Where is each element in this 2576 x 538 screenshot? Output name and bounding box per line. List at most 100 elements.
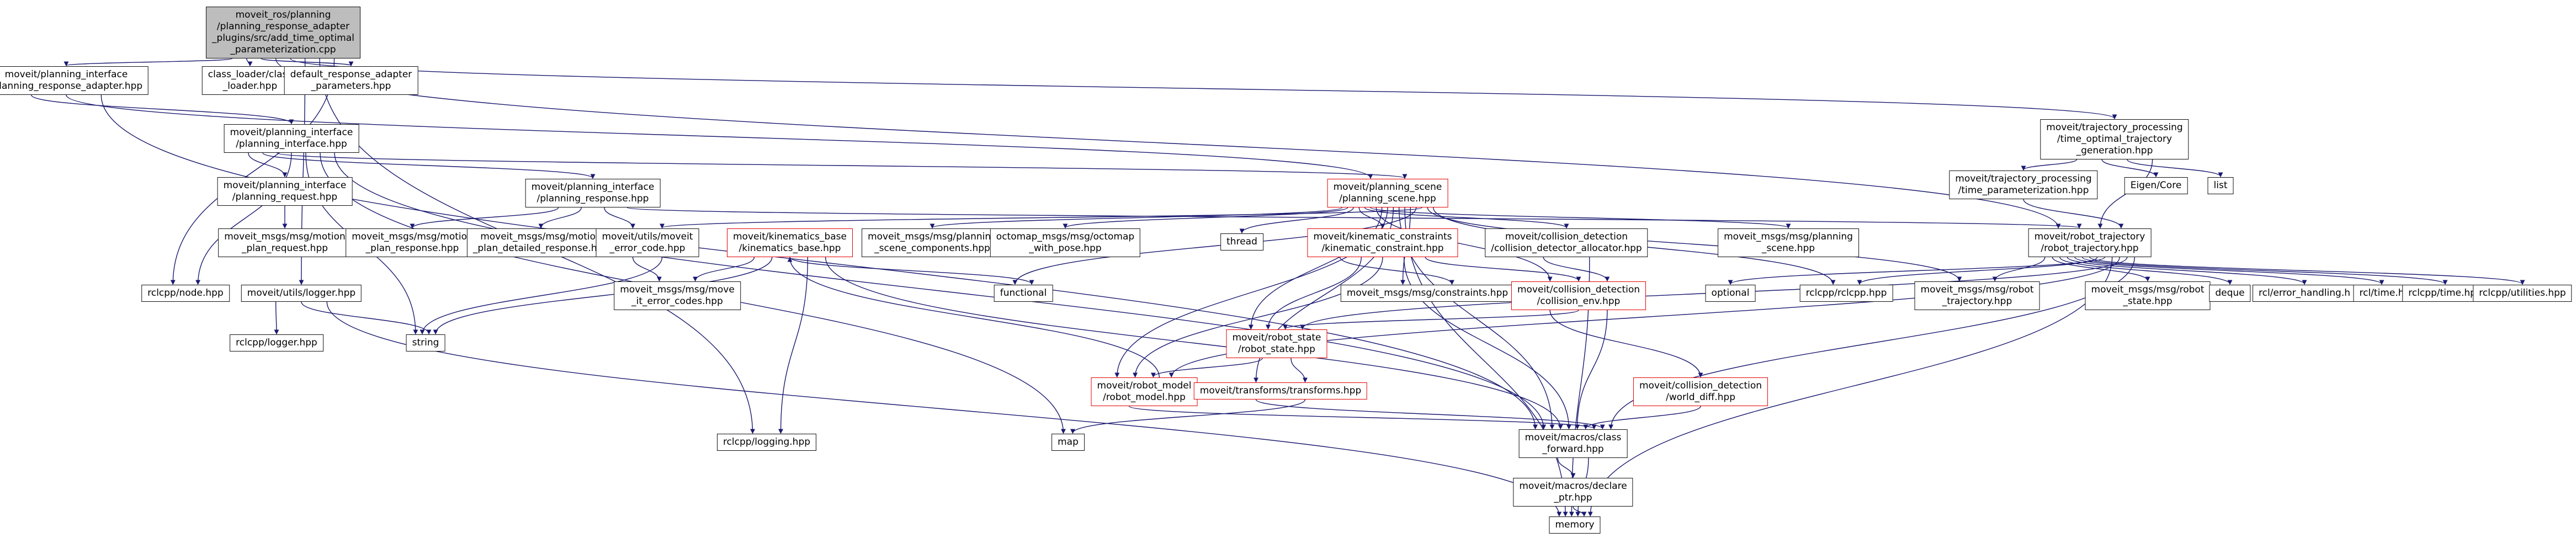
graph-node-error_code[interactable]: moveit/utils/moveit_error_code.hpp [596,228,699,257]
graph-node-ps_components[interactable]: moveit_msgs/msg/planning_scene_component… [862,228,1003,257]
graph-node-rclcpp_logger[interactable]: rclcpp/logger.hpp [230,334,323,351]
graph-node-robot_state[interactable]: moveit/robot_state/robot_state.hpp [1226,329,1327,358]
graph-node-transforms[interactable]: moveit/transforms/transforms.hpp [1193,382,1368,399]
node-label-line: moveit_msgs/msg/motion [224,231,346,242]
graph-node-collision_env[interactable]: moveit/collision_detection/collision_env… [1511,281,1646,310]
node-label-line: _plan_response.hpp [365,243,459,254]
node-label-line: _scene_components.hpp [874,243,990,254]
graph-node-resp_adapter[interactable]: moveit/planning_interface/planning_respo… [0,66,149,95]
graph-node-world_diff[interactable]: moveit/collision_detection/world_diff.hp… [1633,377,1768,406]
graph-node-kinematics_base[interactable]: moveit/kinematics_base/kinematics_base.h… [727,228,853,257]
graph-node-string[interactable]: string [406,334,445,351]
include-edge-planning_scene-to-kinematic_constraint [1358,207,1385,229]
graph-node-planning_request[interactable]: moveit/planning_interface/planning_reque… [217,177,353,206]
graph-node-eigen_core[interactable]: Eigen/Core [2124,177,2188,194]
graph-node-robot_trajectory[interactable]: moveit/robot_trajectory/robot_trajectory… [2028,228,2152,257]
graph-node-time_param[interactable]: moveit/trajectory_processing/time_parame… [1949,171,2098,199]
node-label-line: memory [1555,519,1595,530]
node-label-line: /robot_trajectory.hpp [2041,243,2139,254]
include-edge-kinematics_base-to-rclcpp_logging [778,257,808,434]
graph-node-mp_detailed[interactable]: moveit_msgs/msg/motion_plan_detailed_res… [466,228,615,257]
include-edge-kinematic_constraint-to-msg_constraints [1339,257,1454,285]
graph-node-declare_ptr[interactable]: moveit/macros/declare_ptr.hpp [1513,478,1633,507]
graph-node-planning_response[interactable]: moveit/planning_interface/planning_respo… [525,179,661,207]
graph-node-robot_model[interactable]: moveit/robot_model/robot_model.hpp [1091,377,1198,406]
graph-node-deque[interactable]: deque [2209,285,2251,302]
graph-node-memory[interactable]: memory [1549,516,1601,534]
node-label-line: _parameterization.cpp [230,44,336,55]
include-edge-error_code-to-msg_error_codes [632,257,662,282]
graph-node-msg_robot_state[interactable]: moveit_msgs/msg/robot_state.hpp [2085,281,2211,310]
node-label-line: /planning_response_adapter.hpp [0,81,143,92]
include-edge-robot_model-to-kinematics_base [787,257,1160,378]
node-label-line: moveit_ros/planning [235,9,331,20]
node-label-line: thread [1226,236,1257,247]
graph-node-functional[interactable]: functional [994,285,1053,302]
graph-node-rclcpp_hpp[interactable]: rclcpp/rclcpp.hpp [1799,285,1893,302]
graph-node-kinematic_constraint[interactable]: moveit/kinematic_constraints/kinematic_c… [1307,228,1458,257]
node-label-line: moveit/utils/moveit [602,231,693,242]
node-label-line: map [1058,436,1079,448]
node-label-line: moveit_msgs/msg/motion [352,231,473,242]
graph-node-default_params[interactable]: default_response_adapter_parameters.hpp [284,66,418,95]
include-edge-kinematics_base-to-msg_error_codes [693,257,755,282]
node-label-line: _loader.hpp [222,81,278,92]
graph-node-list[interactable]: list [2207,177,2234,194]
include-edge-kinematics_base-to-functional [789,257,1034,285]
node-label-line: moveit/planning_interface [531,182,655,193]
graph-node-cd_allocator[interactable]: moveit/collision_detection/collision_det… [1485,228,1648,257]
include-edge-planning_scene-to-msg_planning_scene [1370,207,1791,229]
graph-node-totg[interactable]: moveit/trajectory_processing/time_optima… [2040,119,2189,159]
graph-node-msg_robot_traj[interactable]: moveit_msgs/msg/robot_trajectory.hpp [1914,281,2040,310]
node-label-line: _with_pose.hpp [1029,243,1102,254]
node-label-line: /robot_state.hpp [1238,344,1315,355]
node-label-line: deque [2215,287,2245,299]
include-edge-planning_response-to-error_code [604,207,636,229]
graph-node-rcl_time[interactable]: rcl/time.h [2353,285,2410,302]
graph-node-planning_interface[interactable]: moveit/planning_interface/planning_inter… [224,124,359,153]
graph-node-rcl_error[interactable]: rcl/error_handling.h [2252,285,2357,302]
graph-node-rclcpp_logging[interactable]: rclcpp/logging.hpp [716,434,817,451]
graph-node-msg_constraints[interactable]: moveit_msgs/msg/constraints.hpp [1340,285,1515,302]
node-label-line: moveit/utils/logger.hpp [247,287,356,299]
graph-node-planning_scene[interactable]: moveit/planning_scene/planning_scene.hpp [1327,179,1448,207]
include-edge-robot_state-to-robot_model [1150,358,1263,378]
node-label-line: Eigen/Core [2130,180,2182,191]
include-edge-robot_state-to-transforms [1290,358,1308,383]
include-edge-time_param-to-robot_trajectory [2023,199,2124,229]
graph-node-optional[interactable]: optional [1705,285,1756,302]
node-label-line: moveit/kinematic_constraints [1313,231,1452,242]
node-label-line: /robot_model.hpp [1103,392,1186,403]
graph-node-octomap_pose[interactable]: octomap_msgs/msg/octomap_with_pose.hpp [990,228,1141,257]
graph-node-class_forward[interactable]: moveit/macros/class_forward.hpp [1518,429,1628,458]
graph-node-utils_logger[interactable]: moveit/utils/logger.hpp [241,285,362,302]
node-label-line: _error_code.hpp [609,243,686,254]
node-label-line: rclcpp/rclcpp.hpp [1805,287,1887,299]
graph-node-mp_request[interactable]: moveit_msgs/msg/motion_plan_request.hpp [218,228,352,257]
graph-node-rclcpp_node[interactable]: rclcpp/node.hpp [141,285,230,302]
graph-node-mp_response[interactable]: moveit_msgs/msg/motion_plan_response.hpp [346,228,479,257]
include-edge-root_cpp-to-default_params [261,58,354,67]
graph-node-msg_error_codes[interactable]: moveit_msgs/msg/move_it_error_codes.hpp [614,281,741,310]
include-edge-robot_trajectory-to-rclcpp_util [2089,257,2525,285]
graph-node-thread[interactable]: thread [1220,233,1263,251]
include-edge-robot_trajectory-to-rclcpp_hpp [1857,257,2098,285]
node-label-line: _plan_detailed_response.hpp [472,243,609,254]
node-label-line: moveit_msgs/msg/motion [480,231,602,242]
graph-node-rclcpp_util[interactable]: rclcpp/utilities.hpp [2473,285,2572,302]
node-label-line: rclcpp/time.hpp [2408,287,2482,299]
include-edge-resp_adapter-to-planning_interface [30,94,294,125]
node-label-line: /planning_response_adapter [216,21,350,32]
graph-node-map[interactable]: map [1051,434,1085,451]
node-label-line: rclcpp/logger.hpp [236,337,317,348]
include-edge-declare_ptr-to-memory [1573,506,1587,517]
node-label-line: default_response_adapter [290,69,412,80]
graph-node-msg_planning_scene[interactable]: moveit_msgs/msg/planning_scene.hpp [1718,228,1859,257]
include-edge-planning_scene-to-cd_allocator [1364,207,1569,229]
node-label-line: /planning_interface.hpp [236,139,347,150]
node-label-line: functional [1000,287,1047,299]
node-label-line: /planning_request.hpp [232,191,338,203]
include-edge-planning_interface-to-planning_request [248,152,288,178]
node-label-line: moveit_msgs/msg/robot [2091,284,2205,295]
node-label-line: moveit/collision_detection [1505,231,1628,242]
